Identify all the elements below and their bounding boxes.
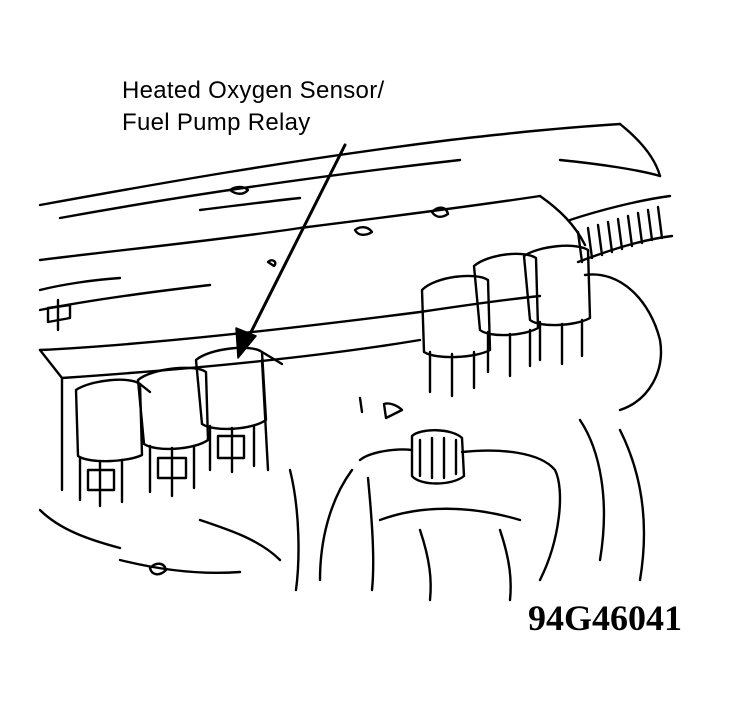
left-relay-3-target bbox=[194, 346, 268, 474]
callout-label-line-2: Fuel Pump Relay bbox=[122, 109, 311, 136]
left-relay-1 bbox=[74, 378, 152, 508]
callout-label-line-1: Heated Oxygen Sensor/ bbox=[122, 77, 385, 104]
upper-panel bbox=[38, 122, 662, 332]
callout-leader bbox=[240, 143, 347, 352]
connector-and-wiring bbox=[38, 418, 646, 602]
callout-arrowhead bbox=[235, 327, 257, 359]
right-relay-1 bbox=[420, 274, 492, 398]
right-relay-2 bbox=[472, 252, 540, 378]
figure-id-label: 94G46041 bbox=[528, 598, 683, 638]
left-relay-2 bbox=[136, 366, 210, 498]
corrugated-hose bbox=[568, 194, 674, 412]
right-relay-3 bbox=[522, 244, 592, 366]
